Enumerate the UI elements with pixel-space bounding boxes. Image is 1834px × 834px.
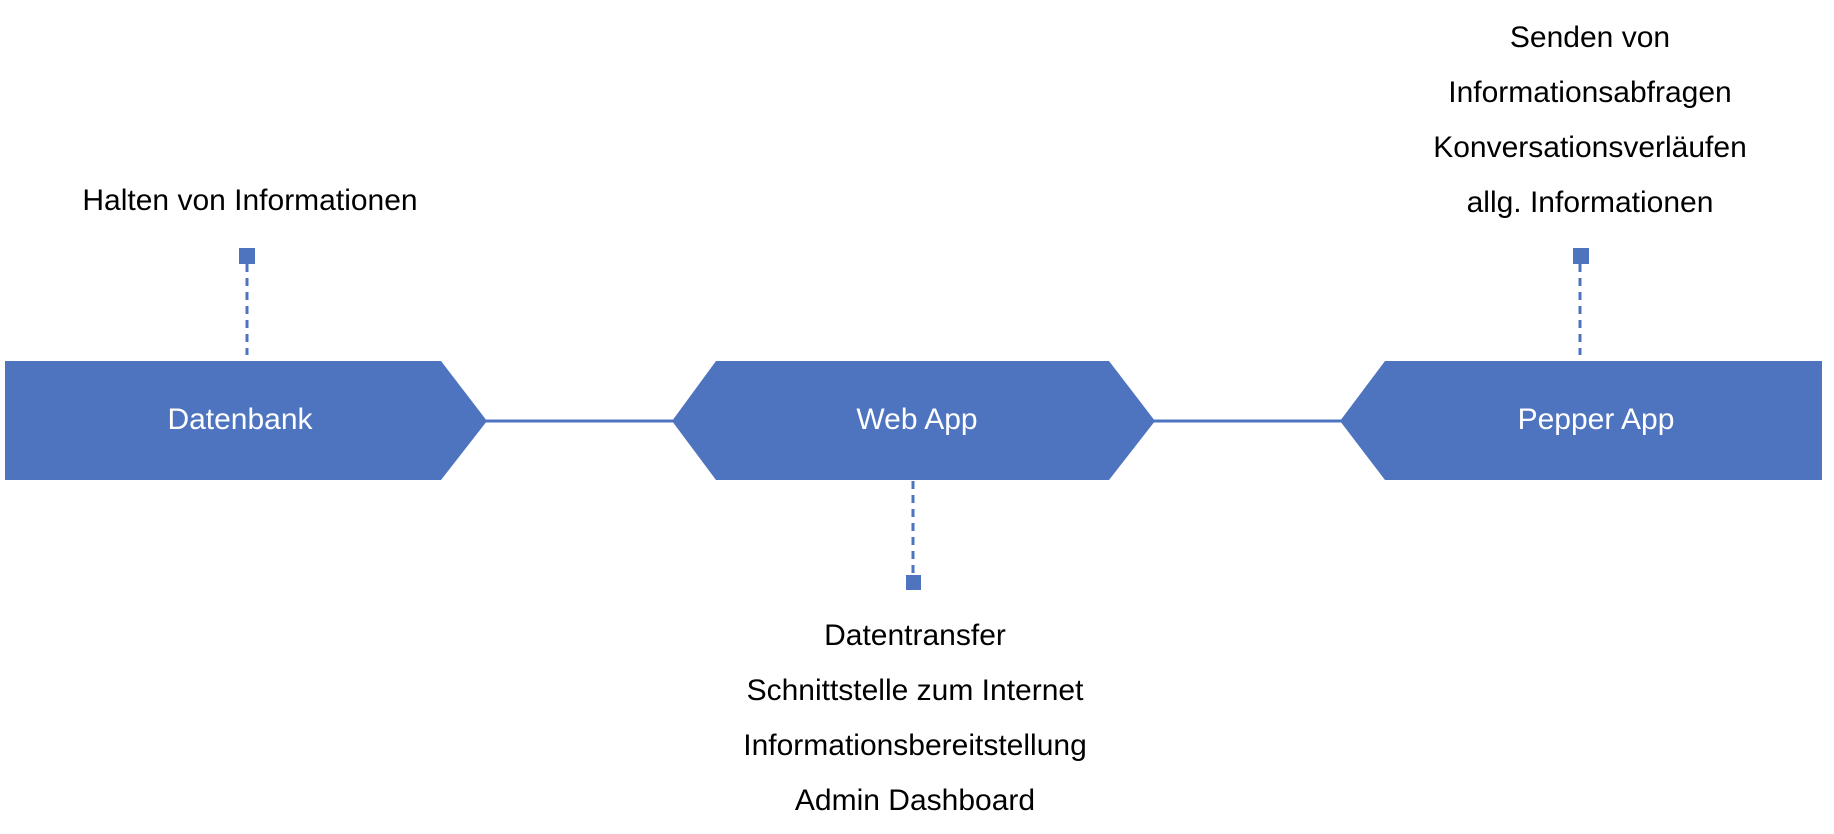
pepperapp-annotation: Senden von Informationsabfragen Konversa… [1360, 10, 1820, 230]
datenbank-label: Datenbank [167, 403, 313, 436]
webapp-label: Web App [856, 403, 978, 436]
annotation-line: Senden von [1509, 21, 1671, 54]
webapp-shape [672, 361, 1155, 480]
datenbank-annotation: Halten von Informationen [20, 173, 480, 228]
pepperapp-label: Pepper App [1517, 403, 1675, 436]
pepperapp-callout-marker [1573, 248, 1589, 264]
annotation-line: Informationsbereitstellung [743, 729, 1087, 762]
annotation-line: Datentransfer [824, 619, 1006, 652]
annotation-line: allg. Informationen [1466, 186, 1714, 219]
annotation-line: Halten von Informationen [82, 184, 418, 217]
annotation-line: Schnittstelle zum Internet [746, 674, 1084, 707]
webapp-callout-marker [906, 575, 921, 590]
datenbank-callout-marker [239, 248, 255, 264]
annotation-line: Konversationsverläufen [1433, 131, 1747, 164]
annotation-line: Informationsabfragen [1448, 76, 1732, 109]
datenbank-shape [5, 361, 487, 480]
annotation-line: Admin Dashboard [794, 784, 1036, 817]
pepperapp-shape [1340, 361, 1822, 480]
webapp-annotation: Datentransfer Schnittstelle zum Internet… [660, 608, 1170, 828]
